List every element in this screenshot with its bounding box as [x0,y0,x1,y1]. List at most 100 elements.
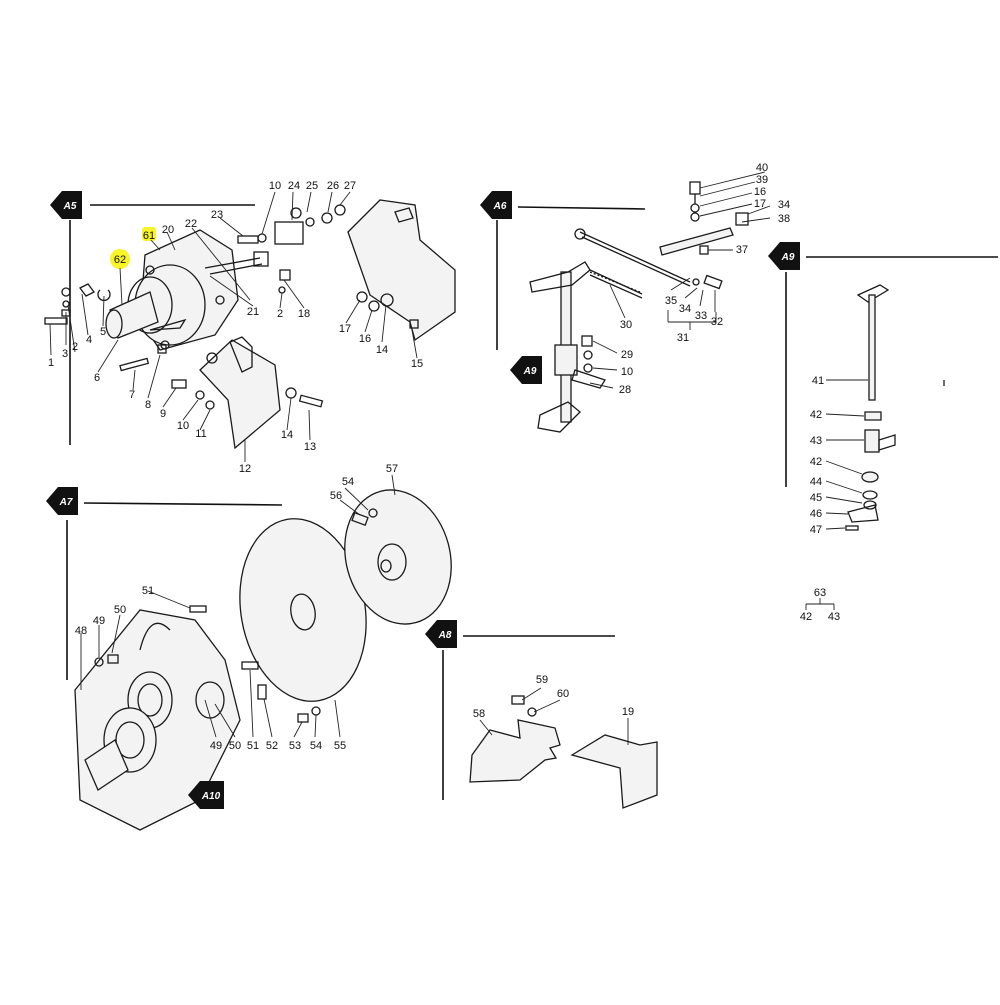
bracket-19 [570,734,658,809]
callout-34-top: 34 [778,199,790,211]
callout-57: 57 [386,463,398,475]
callout-54-top: 54 [342,476,354,488]
callout-8: 8 [145,399,151,411]
callout-43-c: 43 [828,611,840,623]
section-tag-a5: A5 [50,191,82,219]
section-a6: A6 [480,171,771,433]
callout-54: 54 [310,740,322,752]
callout-21: 21 [247,306,259,318]
section-a9: A9 [768,242,998,610]
callout-59: 59 [536,674,548,686]
callout-39: 39 [756,174,768,186]
callout-33: 33 [695,310,707,322]
bolt-1 [44,317,68,325]
section-tag-a8-label: A8 [438,630,452,641]
callout-50-top: 50 [114,604,126,616]
callout-2: 2 [72,341,78,353]
callout-60: 60 [557,688,569,700]
callout-41: 41 [812,375,824,387]
callout-18: 18 [298,308,310,320]
callout-42-c: 42 [800,611,812,623]
callout-49-top: 49 [93,615,105,627]
section-tag-a7-label: A7 [59,497,73,508]
callout-34: 34 [679,303,691,315]
callout-1: 1 [48,357,54,369]
callout-13: 13 [304,441,316,453]
callout-31: 31 [677,332,689,344]
callout-3: 3 [62,348,68,360]
callout-46: 46 [810,508,822,520]
callout-22: 22 [185,218,197,230]
callout-28: 28 [619,384,631,396]
section-tag-a6: A6 [480,191,512,219]
callout-43: 43 [810,435,822,447]
section-tag-a9: A9 [768,242,800,270]
callout-38: 38 [778,213,790,225]
callout-10-a6: 10 [621,366,633,378]
section-a8: A8 [425,620,658,809]
section-tag-a9-label: A9 [781,252,795,263]
callout-35: 35 [665,295,677,307]
section-tag-a9-inline-label: A9 [523,366,537,377]
callout-62: 62 [114,254,126,266]
callout-10-top: 10 [269,180,281,192]
callout-44: 44 [810,476,822,488]
section-tag-a10-label: A10 [201,791,221,802]
starter-motor [105,229,263,351]
bracket-12 [199,339,281,450]
bracket-15 [347,199,456,342]
callout-56: 56 [330,490,342,502]
callout-19: 19 [622,706,634,718]
callout-42-b: 42 [810,456,822,468]
callout-23: 23 [211,209,223,221]
callout-11: 11 [195,428,206,440]
callout-51: 51 [247,740,259,752]
callout-15: 15 [411,358,423,370]
highlight-61 [142,227,156,241]
callout-37: 37 [736,244,748,256]
callout-61: 61 [143,230,155,242]
callout-20: 20 [162,224,174,236]
callout-53: 53 [289,740,301,752]
callout-42-a: 42 [810,409,822,421]
callout-48: 48 [75,625,87,637]
callout-29: 29 [621,349,633,361]
callout-26: 26 [327,180,339,192]
callout-30: 30 [620,319,632,331]
callout-25: 25 [306,180,318,192]
highlight-62 [110,249,130,269]
section-tag-a7: A7 [46,487,78,515]
callout-58: 58 [473,708,485,720]
section-a5: A5 [44,191,456,462]
callout-2-right: 2 [277,308,283,320]
section-tag-a8: A8 [425,620,457,648]
callout-50: 50 [229,740,241,752]
callout-5: 5 [100,326,106,338]
section-a7: A7 [46,474,452,831]
bracket-58 [469,719,561,783]
callout-45: 45 [810,492,822,504]
callout-51-top: 51 [142,585,154,597]
section-tag-a10: A10 [188,781,224,809]
callout-12: 12 [239,463,251,475]
callout-63: 63 [814,587,826,599]
callout-17: 17 [339,323,351,335]
callout-32: 32 [711,316,723,328]
callout-27: 27 [344,180,356,192]
section-tag-a6-label: A6 [493,201,507,212]
callout-47: 47 [810,524,822,536]
callout-14-lower: 14 [281,429,293,441]
callout-7: 7 [129,389,135,401]
callout-numbers: 1 2 3 4 5 6 7 8 9 10 11 12 13 14 14 15 1… [48,162,840,752]
callout-16: 16 [359,333,371,345]
callout-6: 6 [94,372,100,384]
callout-55: 55 [334,740,346,752]
callout-9: 9 [160,408,166,420]
callout-14: 14 [376,344,388,356]
callout-4: 4 [86,334,92,346]
callout-17-a6: 17 [754,198,766,210]
section-tag-a5-label: A5 [63,201,77,212]
section-tag-a9-inline: A9 [510,356,542,384]
callout-49: 49 [210,740,222,752]
